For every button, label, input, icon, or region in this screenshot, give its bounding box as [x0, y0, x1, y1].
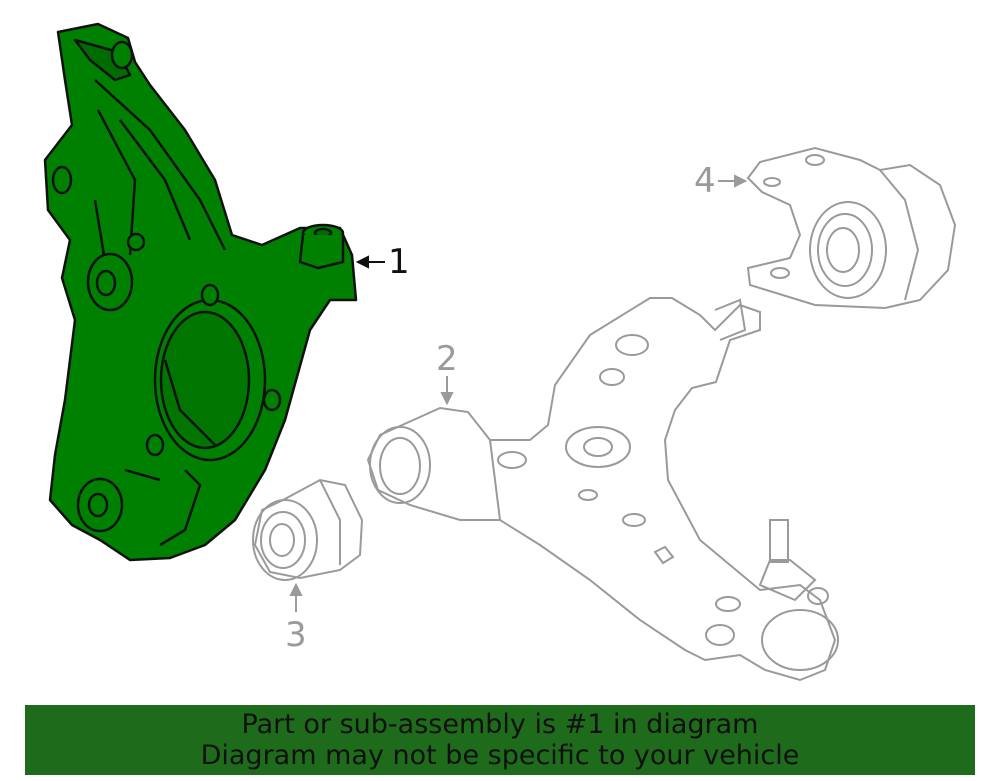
banner-line-part: Part or sub-assembly is #1 in diagram	[241, 709, 759, 740]
info-banner: Part or sub-assembly is #1 in diagram Di…	[25, 705, 975, 775]
callout-label-4: 4	[694, 161, 716, 201]
callout-arrow-1	[355, 255, 385, 269]
callout-arrow-2	[440, 376, 454, 406]
steering-knuckle-part[interactable]	[43, 22, 358, 562]
banner-line-disclaimer: Diagram may not be specific to your vehi…	[200, 740, 800, 771]
callout-arrow-3	[289, 582, 303, 612]
callout-label-3: 3	[285, 615, 307, 655]
callout-label-1: 1	[388, 242, 410, 282]
callout-label-2: 2	[436, 339, 458, 379]
front-bushing-part[interactable]	[252, 478, 364, 581]
lower-control-arm-part[interactable]	[366, 297, 839, 682]
rear-bushing-part[interactable]	[746, 146, 957, 310]
callout-arrow-4	[718, 174, 748, 188]
parts-diagram	[43, 22, 957, 682]
